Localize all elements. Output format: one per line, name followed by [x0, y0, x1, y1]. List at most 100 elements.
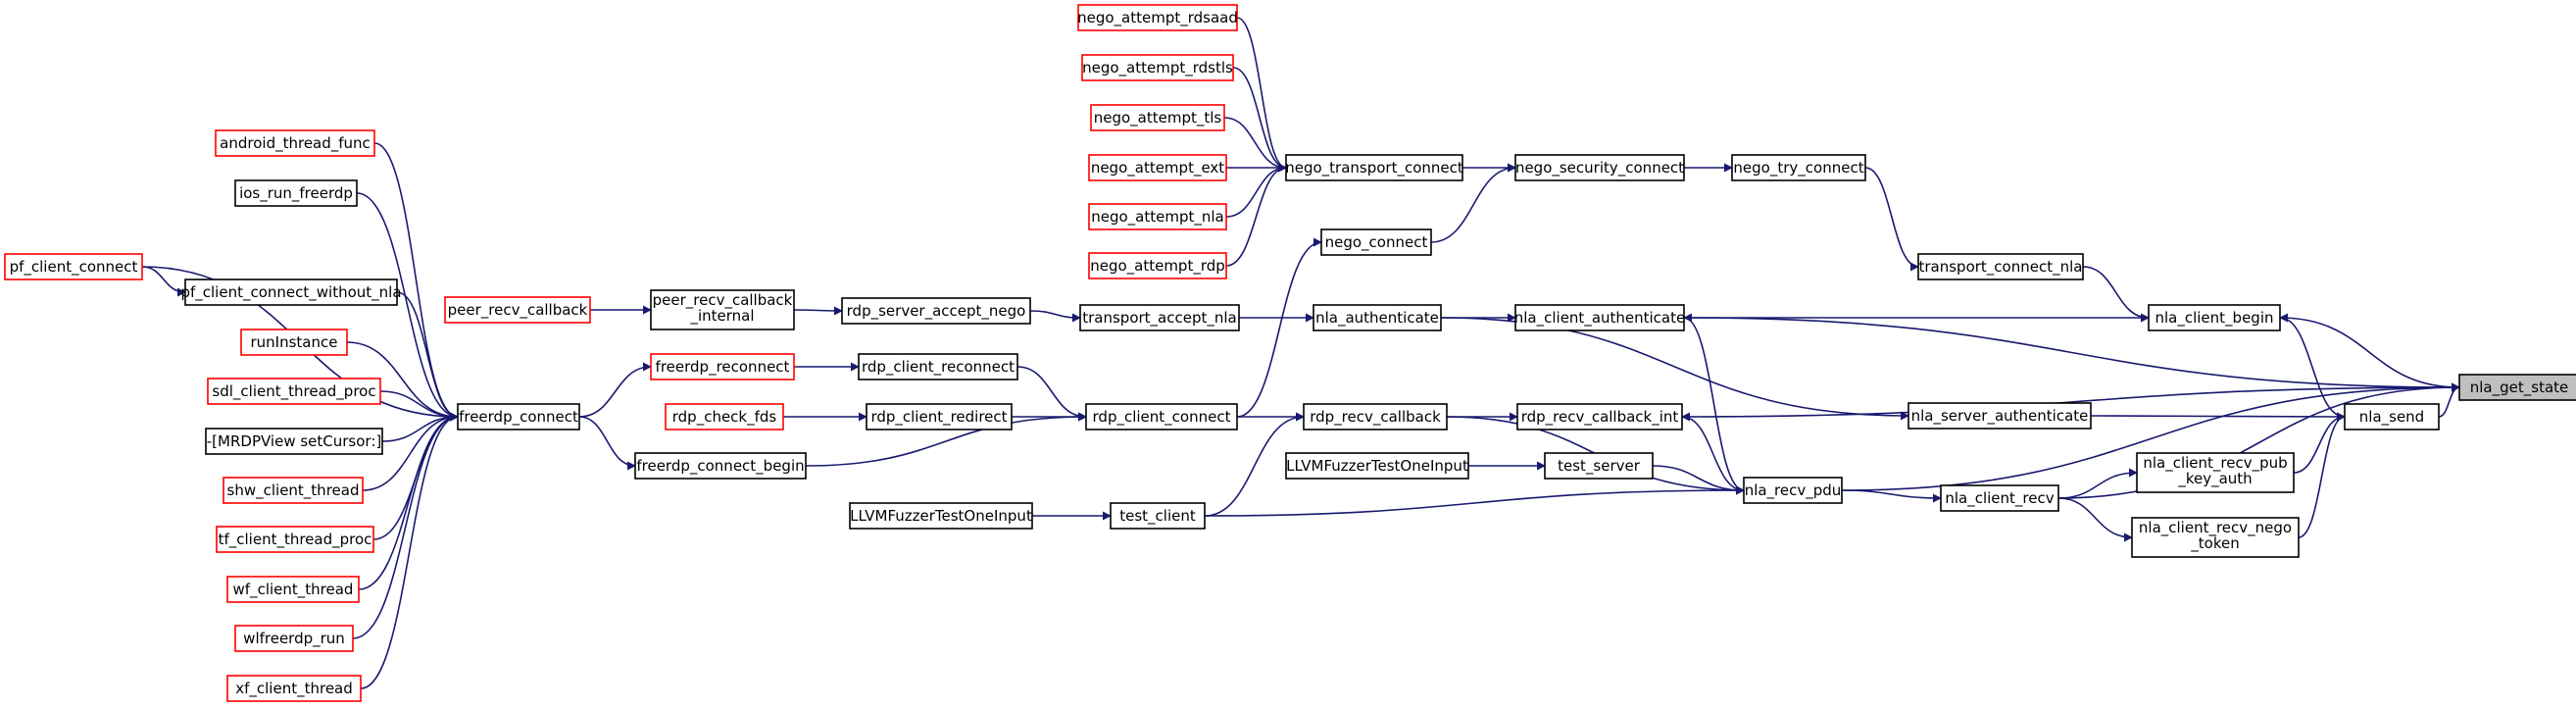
node-box	[1077, 4, 1238, 31]
node-nego-attempt-nla[interactable]: nego_attempt_nla	[1088, 203, 1227, 230]
node-nego-security-connect[interactable]: nego_security_connect	[1514, 154, 1685, 181]
node-box	[650, 353, 795, 380]
node-label-line: peer_recv_callback	[653, 291, 793, 310]
node-nego-try-connect[interactable]: nego_try_connect	[1731, 154, 1866, 181]
node-tf-client-thread-proc[interactable]: tf_client_thread_proc	[216, 526, 374, 553]
node-box	[444, 296, 591, 324]
node-box	[1088, 154, 1227, 181]
node-android-thread-func[interactable]: android_thread_func	[215, 129, 375, 157]
edge-test-client-to-nla-recv-pdu	[1204, 485, 1745, 517]
node-nego-attempt-rdsaad[interactable]: nego_attempt_rdsaad	[1077, 4, 1238, 31]
node-label-line: _internal	[689, 307, 754, 326]
node-label: LLVMFuzzerTestOneInput	[850, 507, 1032, 525]
node-nla-authenticate[interactable]: nla_authenticate	[1313, 304, 1442, 331]
node-nla-client-recv-pub-key-auth[interactable]: nla_client_recv_pub_key_auth	[2136, 452, 2295, 493]
node-nego-attempt-ext[interactable]: nego_attempt_ext	[1088, 154, 1227, 181]
node-box	[1079, 304, 1240, 331]
edge-nla-authenticate-to-nla-server-authenticate	[1440, 317, 1909, 421]
node-llvmfuzzertestoneinput-b[interactable]: LLVMFuzzerTestOneInput	[849, 502, 1033, 530]
node-label: rdp_recv_callback_int	[1521, 408, 1679, 427]
node-wf-client-thread[interactable]: wf_client_thread	[226, 576, 360, 603]
node-pf-client-connect-without-nla[interactable]: pf_client_connect_without_nla	[180, 279, 402, 306]
node-rdp-client-connect[interactable]: rdp_client_connect	[1085, 403, 1238, 430]
node-box	[1088, 252, 1227, 279]
node-runinstance[interactable]: runInstance	[240, 329, 348, 356]
edge-wlfreerdp-run-to-freerdp-connect	[352, 412, 459, 639]
node-nego-attempt-rdp[interactable]: nego_attempt_rdp	[1088, 252, 1227, 279]
node-nla-send[interactable]: nla_send	[2344, 403, 2440, 430]
node-label: pf_client_connect_without_nla	[180, 283, 401, 302]
node-nla-get-state[interactable]: nla_get_state	[2458, 374, 2576, 401]
node-sdl-client-thread-proc[interactable]: sdl_client_thread_proc	[207, 378, 381, 405]
node-box	[234, 625, 354, 652]
node-nego-attempt-tls[interactable]: nego_attempt_tls	[1090, 104, 1225, 131]
node-shw-client-thread[interactable]: shw_client_thread	[223, 477, 364, 504]
nodes-layer: nla_get_statenla_client_beginnla_sendnla…	[4, 4, 2576, 702]
node-box	[1907, 402, 2092, 430]
node-test-server[interactable]: test_server	[1544, 452, 1654, 480]
node-xf-client-thread[interactable]: xf_client_thread	[226, 675, 362, 702]
node-ios-run-freerdp[interactable]: ios_run_freerdp	[234, 179, 358, 207]
node-pf-client-connect[interactable]: pf_client_connect	[4, 253, 143, 280]
node-transport-connect-nla[interactable]: transport_connect_nla	[1917, 253, 2084, 280]
node-rdp-server-accept-nego[interactable]: rdp_server_accept_nego	[841, 297, 1031, 325]
node-rdp-client-reconnect[interactable]: rdp_client_reconnect	[858, 353, 1018, 380]
edge-nla-client-recv-pub-key-auth-to-nla-send	[2293, 412, 2346, 474]
node-label: transport_connect_nla	[1919, 258, 2083, 277]
node-label: nego_attempt_rdp	[1090, 257, 1225, 276]
node-label-line: _key_auth	[2177, 470, 2252, 488]
edge-nla-client-recv-to-nla-client-recv-nego-token	[2057, 497, 2133, 542]
node-box	[1313, 304, 1442, 331]
node-label: nego_attempt_tls	[1094, 109, 1222, 127]
edge-rdp-recv-callback-int-to-nla-get-state	[1681, 382, 2460, 418]
node-label: wlfreerdp_run	[243, 630, 345, 648]
node-label: nla_recv_pdu	[1745, 481, 1842, 500]
node-nla-recv-pdu[interactable]: nla_recv_pdu	[1743, 477, 1843, 504]
node-label: nego_try_connect	[1733, 159, 1863, 177]
node-label: transport_accept_nla	[1082, 309, 1237, 328]
edges-layer	[141, 17, 2460, 689]
node-label: sdl_client_thread_proc	[212, 382, 375, 401]
node-nego-connect[interactable]: nego_connect	[1320, 228, 1432, 256]
node-label: android_thread_func	[220, 134, 371, 153]
node-rdp-recv-callback[interactable]: rdp_recv_callback	[1303, 403, 1448, 430]
node-box	[1285, 154, 1463, 181]
node-nego-transport-connect[interactable]: nego_transport_connect	[1285, 154, 1463, 181]
edge-nla-client-authenticate-to-nla-get-state	[1683, 317, 2460, 392]
node-rdp-recv-callback-int[interactable]: rdp_recv_callback_int	[1516, 403, 1683, 430]
node-nla-client-recv[interactable]: nla_client_recv	[1940, 484, 2059, 512]
node-label: rdp_client_reconnect	[862, 358, 1015, 377]
node-box	[665, 403, 784, 430]
edge-nla-client-recv-to-nla-get-state	[2057, 382, 2460, 499]
edge-nego-attempt-rdstls-to-nego-transport-connect	[1232, 67, 1287, 173]
node-freerdp-connect[interactable]: freerdp_connect	[457, 403, 580, 430]
node-wlfreerdp-run[interactable]: wlfreerdp_run	[234, 625, 354, 652]
node-nla-server-authenticate[interactable]: nla_server_authenticate	[1907, 402, 2092, 430]
node-label: wf_client_thread	[233, 581, 354, 599]
edge-nego-try-connect-to-transport-connect-nla	[1864, 167, 1919, 272]
node-nego-attempt-rdstls[interactable]: nego_attempt_rdstls	[1081, 54, 1234, 81]
node-freerdp-reconnect[interactable]: freerdp_reconnect	[650, 353, 795, 380]
edge-nla-client-recv-nego-token-to-nla-send	[2298, 412, 2346, 538]
node-nla-client-recv-nego-token[interactable]: nla_client_recv_nego_token	[2131, 517, 2300, 558]
node-label: rdp_server_accept_nego	[847, 302, 1026, 321]
node-peer-recv-callback[interactable]: peer_recv_callback	[444, 296, 591, 324]
node-freerdp-connect-begin[interactable]: freerdp_connect_begin	[634, 452, 807, 480]
node-mrdpview-setcursor[interactable]: -[MRDPView setCursor:]	[205, 428, 383, 455]
node-test-client[interactable]: test_client	[1110, 502, 1206, 530]
node-peer-recv-callback-internal[interactable]: peer_recv_callback_internal	[650, 289, 795, 330]
node-llvmfuzzertestoneinput-a[interactable]: LLVMFuzzerTestOneInput	[1285, 452, 1469, 480]
edge-xf-client-thread-to-freerdp-connect	[360, 412, 459, 689]
node-nla-client-begin[interactable]: nla_client_begin	[2148, 304, 2281, 331]
node-box	[234, 179, 358, 207]
node-label: peer_recv_callback_internal	[653, 291, 793, 326]
node-transport-accept-nla[interactable]: transport_accept_nla	[1079, 304, 1240, 331]
edge-nla-client-recv-to-nla-client-recv-pub-key-auth	[2057, 468, 2138, 499]
node-rdp-client-redirect[interactable]: rdp_client_redirect	[866, 403, 1013, 430]
node-label: nego_transport_connect	[1285, 159, 1463, 177]
node-box	[858, 353, 1018, 380]
node-nla-client-authenticate[interactable]: nla_client_authenticate	[1514, 304, 1686, 331]
node-box	[2344, 403, 2440, 430]
node-rdp-check-fds[interactable]: rdp_check_fds	[665, 403, 784, 430]
node-box	[1088, 203, 1227, 230]
